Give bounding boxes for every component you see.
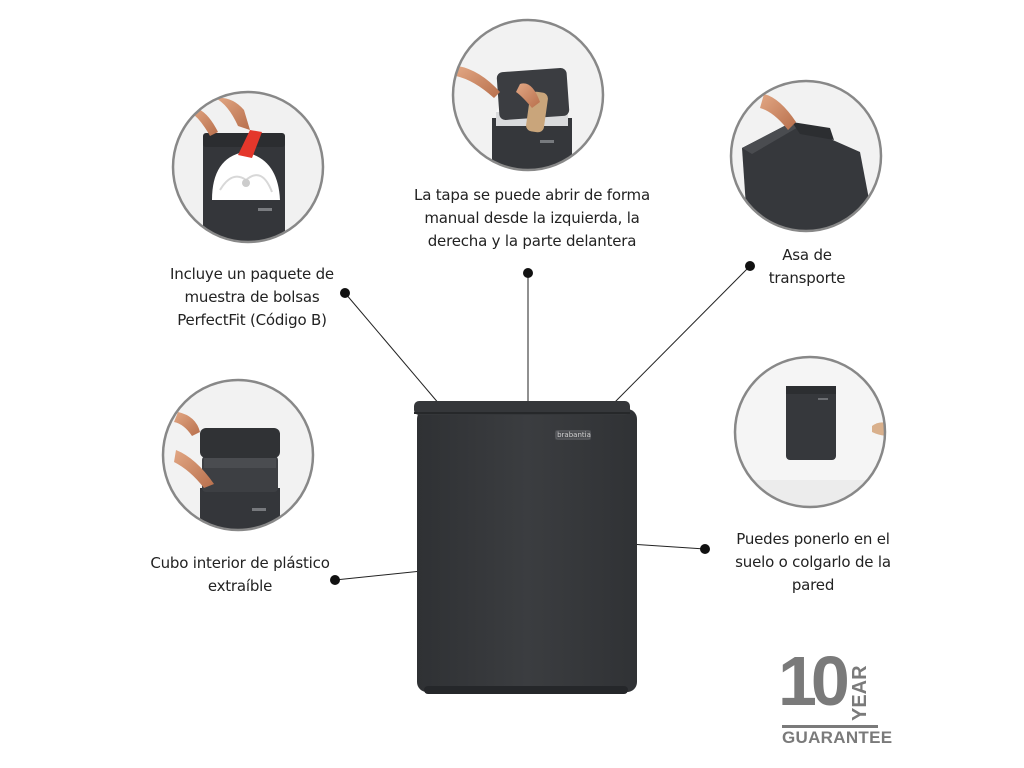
callout-handle-line-1: Asa de <box>782 246 832 264</box>
guarantee-divider <box>782 725 878 728</box>
callout-bags-line-1: Incluye un paquete de <box>170 265 334 283</box>
callout-mount-line-1: Puedes ponerlo en el <box>736 530 890 548</box>
guarantee-word: GUARANTEE <box>782 728 893 747</box>
callout-mount: Puedes ponerlo en el suelo o colgarlo de… <box>725 528 901 597</box>
brand-logo: brabantia <box>557 431 591 439</box>
callout-handle-line-2: transporte <box>768 269 846 287</box>
callout-mount-line-2: suelo o colgarlo de la <box>735 553 891 571</box>
callout-bags-line-3: PerfectFit (Código B) <box>177 311 327 329</box>
lid-photo <box>451 18 605 172</box>
main-bin <box>414 401 637 694</box>
guarantee-unit: YEAR <box>849 665 871 721</box>
callout-bags-line-2: muestra de bolsas <box>184 288 320 306</box>
guarantee-badge: 10 YEAR GUARANTEE <box>778 642 892 750</box>
callout-bags: Incluye un paquete de muestra de bolsas … <box>158 263 346 332</box>
callout-mount-line-3: pared <box>791 576 835 594</box>
callout-inner-bucket: Cubo interior de plástico extraíble <box>140 552 340 598</box>
inner-bucket-photo <box>161 378 315 532</box>
callout-lid: La tapa se puede abrir de forma manual d… <box>409 184 655 253</box>
handle-photo <box>729 79 883 233</box>
callout-inner-bucket-line-1: Cubo interior de plástico <box>150 554 330 572</box>
callout-handle: Asa de transporte <box>752 244 862 290</box>
callout-lid-line-1: La tapa se puede abrir de forma <box>414 186 650 204</box>
leader-dots <box>330 261 755 585</box>
callout-lid-line-3: derecha y la parte delantera <box>427 232 637 250</box>
bags-photo <box>171 90 325 244</box>
guarantee-number: 10 <box>778 642 850 720</box>
wall-mount-photo <box>733 355 887 509</box>
callout-lid-line-2: manual desde la izquierda, la <box>424 209 640 227</box>
callout-inner-bucket-line-2: extraíble <box>207 577 273 595</box>
